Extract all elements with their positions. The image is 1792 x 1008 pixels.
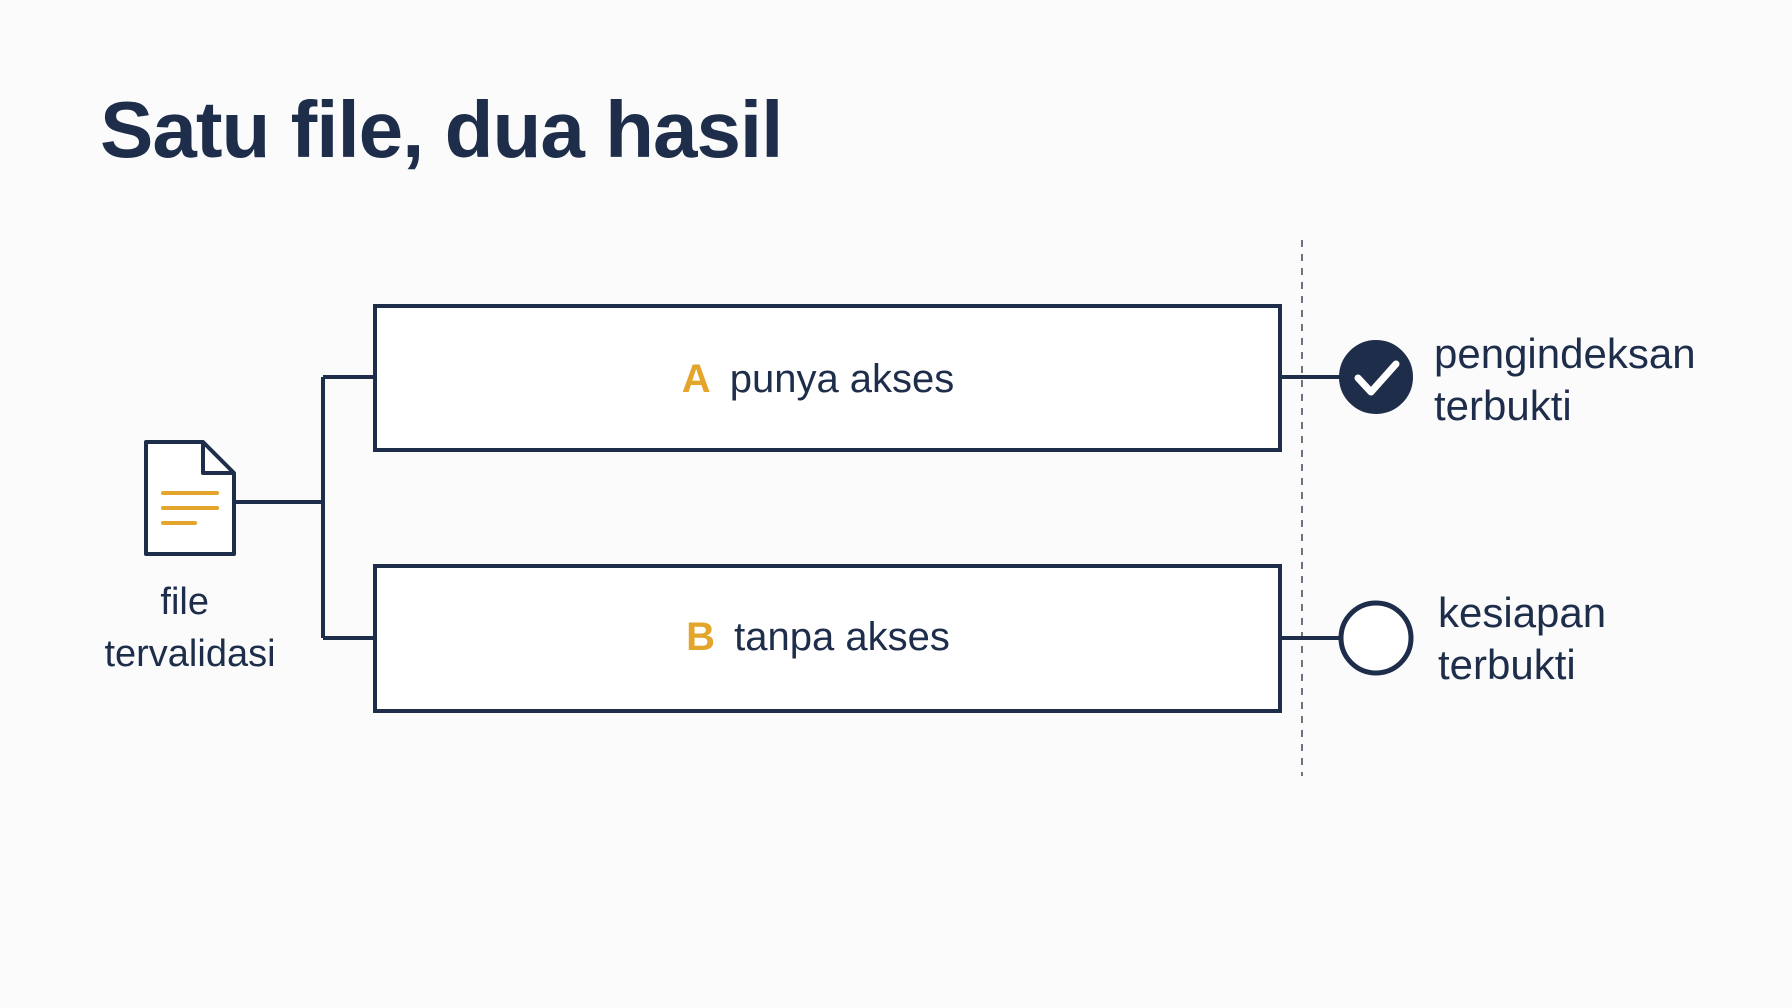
path-a-label: A punya akses xyxy=(682,357,955,401)
path-b-text: tanpa akses xyxy=(734,615,950,659)
page-title: Satu file, dua hasil xyxy=(100,85,783,174)
path-a-text: punya akses xyxy=(730,357,955,401)
path-b-letter: B xyxy=(686,615,715,659)
path-a-result: pengindeksan terbukti xyxy=(1434,330,1707,429)
branch-connector xyxy=(236,375,375,640)
path-b-box xyxy=(373,564,1282,713)
empty-circle-icon xyxy=(1338,600,1414,676)
path-a-letter: A xyxy=(682,357,711,401)
document-icon xyxy=(144,440,236,556)
path-b-label: B tanpa akses xyxy=(686,615,950,659)
check-circle-filled-icon xyxy=(1339,340,1413,414)
source-label: file tervalidasi xyxy=(104,581,275,675)
path-b-result: kesiapan terbukti xyxy=(1438,589,1618,688)
